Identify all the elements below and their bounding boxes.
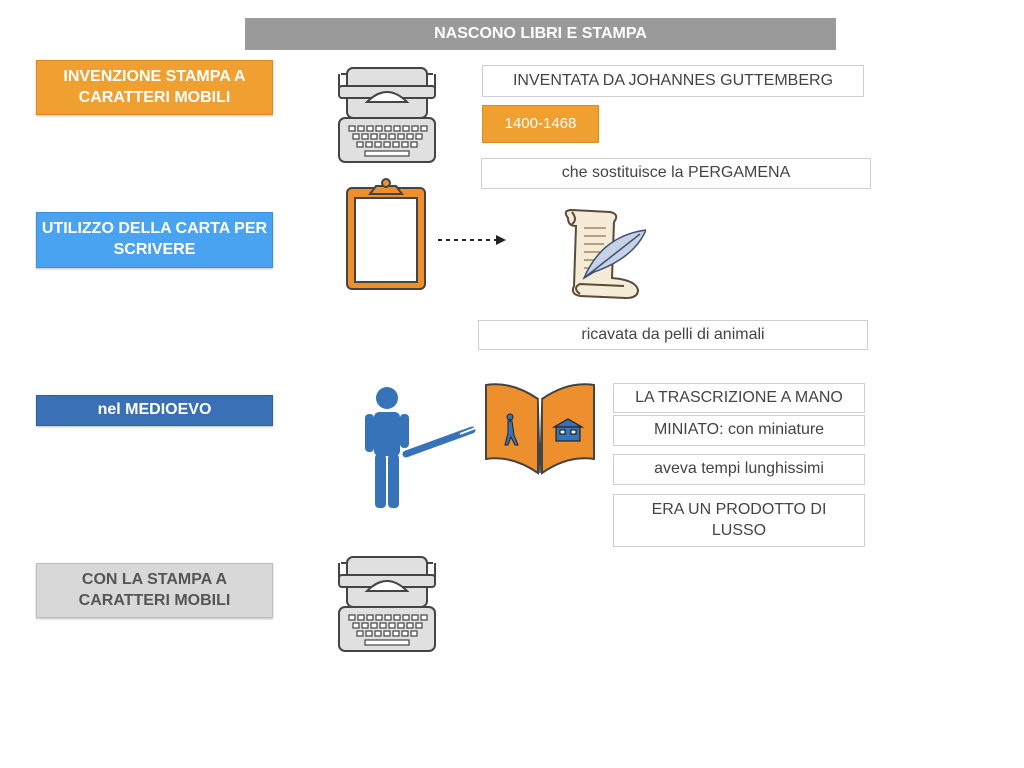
dashed-arrow-icon xyxy=(438,235,506,245)
open-book-icon xyxy=(485,383,595,475)
category-medioevo: nel MEDIOEVO xyxy=(36,395,273,426)
scroll-quill-icon xyxy=(564,208,646,300)
years-badge: 1400-1468 xyxy=(482,105,599,143)
category-utilizzo-carta: UTILIZZO DELLA CARTA PER SCRIVERE xyxy=(36,212,273,268)
person-icon xyxy=(365,387,479,508)
note-inventore: INVENTATA DA JOHANNES GUTTEMBERG xyxy=(482,65,864,97)
note-trascrizione: LA TRASCRIZIONE A MANO xyxy=(613,383,865,413)
clipboard-icon xyxy=(346,178,426,290)
note-lusso: ERA UN PRODOTTO DI LUSSO xyxy=(613,494,865,547)
typewriter-icon xyxy=(338,556,436,652)
typewriter-icon xyxy=(338,67,436,163)
note-miniato: MINIATO: con miniature xyxy=(613,415,865,446)
page-title: NASCONO LIBRI E STAMPA xyxy=(245,18,836,50)
category-invenzione-stampa: INVENZIONE STAMPA A CARATTERI MOBILI xyxy=(36,60,273,115)
category-con-la-stampa: CON LA STAMPA A CARATTERI MOBILI xyxy=(36,563,273,618)
note-tempi: aveva tempi lunghissimi xyxy=(613,454,865,485)
note-pelli: ricavata da pelli di animali xyxy=(478,320,868,350)
note-pergamena: che sostituisce la PERGAMENA xyxy=(481,158,871,189)
